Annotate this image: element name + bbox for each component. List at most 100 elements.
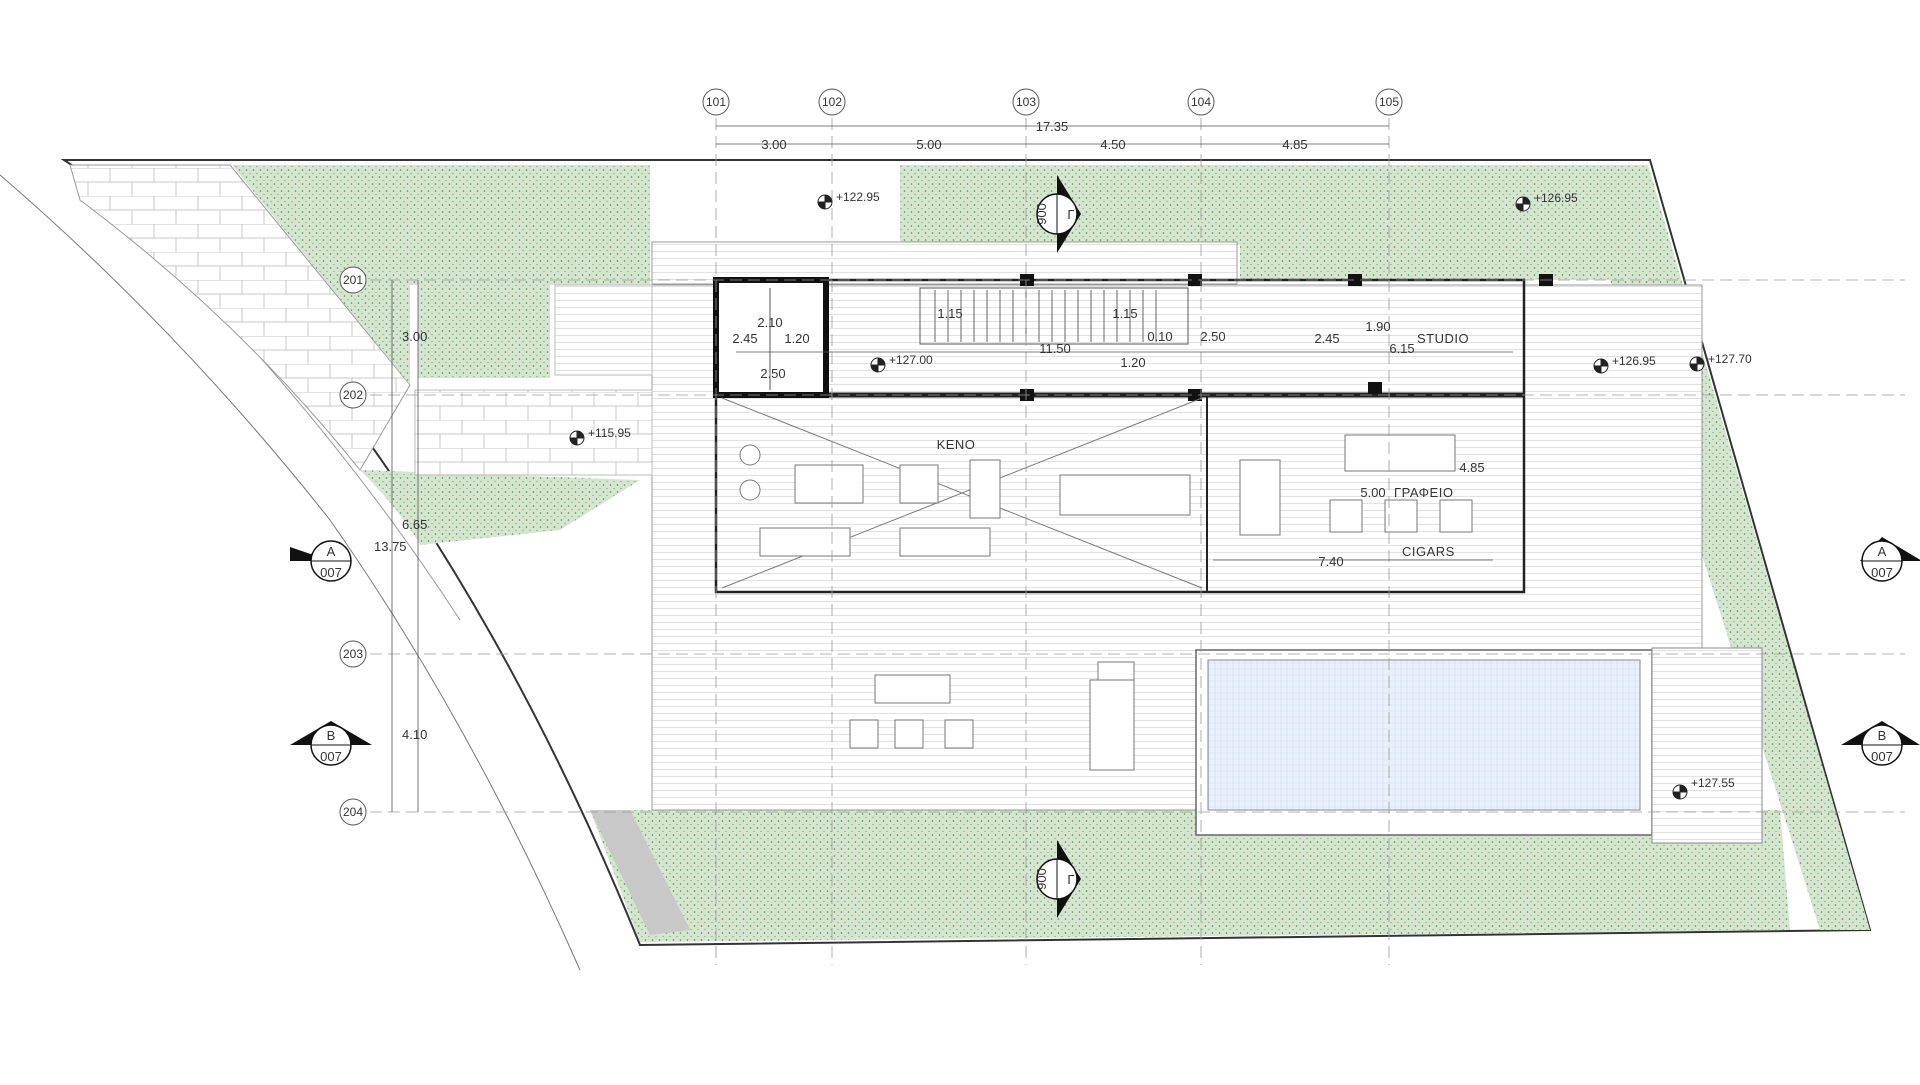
section-marker-a-left: A 007	[290, 540, 352, 582]
dim-int-4: 2.50	[760, 366, 785, 381]
svg-text:104: 104	[1191, 95, 1211, 109]
svg-text:007: 007	[1871, 749, 1893, 764]
svg-text:203: 203	[343, 647, 363, 661]
svg-text:+126.95: +126.95	[1534, 191, 1578, 205]
svg-text:201: 201	[343, 273, 363, 287]
section-marker-b-right: B 007	[1841, 721, 1920, 766]
elevation-marker: +127.55	[1672, 776, 1735, 800]
dim-span-4: 4.85	[1282, 137, 1307, 152]
pool-deck-right	[1651, 647, 1763, 844]
grid-bubble-203: 203	[339, 640, 367, 668]
section-marker-b-left: B 007	[290, 721, 372, 766]
svg-text:Γ: Γ	[1067, 872, 1074, 887]
dim-int-11: 2.45	[1314, 331, 1339, 346]
dim-left-1: 3.00	[402, 329, 427, 344]
column	[1368, 382, 1382, 394]
dim-left-3: 4.10	[402, 727, 427, 742]
elevation-marker: +127.00	[870, 353, 933, 373]
svg-text:+127.00: +127.00	[889, 353, 933, 367]
garden-bottom-grey	[590, 810, 690, 935]
pool-water	[1207, 659, 1641, 811]
left-deck	[554, 284, 653, 376]
grid-bubble-204: 204	[339, 798, 367, 826]
svg-text:204: 204	[343, 805, 363, 819]
elevation-marker: +126.95	[1593, 354, 1656, 374]
svg-text:007: 007	[1871, 565, 1893, 580]
dimension-lines	[391, 125, 1513, 812]
grid-bubble-103: 103	[1012, 88, 1040, 116]
dim-int-5: 1.15	[937, 306, 962, 321]
svg-text:202: 202	[343, 388, 363, 402]
svg-text:105: 105	[1379, 95, 1399, 109]
stair-outline	[919, 287, 1189, 345]
dim-span-1: 3.00	[761, 137, 786, 152]
dim-overall: 17.35	[1036, 119, 1069, 134]
column	[1188, 274, 1202, 286]
svg-text:102: 102	[822, 95, 842, 109]
column	[1188, 389, 1202, 401]
left-paving	[414, 389, 653, 476]
garden-left-lower	[360, 470, 640, 545]
svg-text:+122.95: +122.95	[836, 190, 880, 204]
dim-span-3: 4.50	[1100, 137, 1125, 152]
dim-int-9: 11.50	[1039, 341, 1071, 356]
grid-bubble-101: 101	[702, 88, 730, 116]
svg-text:+127.70: +127.70	[1708, 352, 1752, 366]
svg-text:B: B	[1878, 728, 1887, 743]
column	[1348, 274, 1362, 286]
svg-text:007: 007	[320, 749, 342, 764]
grid-bubble-104: 104	[1187, 88, 1215, 116]
dim-int-7: 0.10	[1147, 329, 1172, 344]
dim-left-total: 13.75	[374, 539, 407, 554]
dim-int-1: 2.10	[757, 315, 782, 330]
dim-int-10: 1.20	[1120, 355, 1145, 370]
svg-text:103: 103	[1016, 95, 1036, 109]
svg-text:+127.55: +127.55	[1691, 776, 1735, 790]
dim-int-12: 1.90	[1365, 319, 1390, 334]
room-cigars: CIGARS	[1402, 544, 1455, 559]
garden-top-left	[232, 165, 650, 385]
room-office: ΓΡΑΦΕΙΟ	[1394, 485, 1453, 500]
grid-bubble-105: 105	[1375, 88, 1403, 116]
furniture	[739, 434, 1473, 771]
section-marker-a-right: A 007	[1860, 537, 1920, 582]
svg-text:+115.95: +115.95	[588, 426, 631, 440]
grid-bubble-102: 102	[818, 88, 846, 116]
section-marker-g-bottom: 006 Γ	[1034, 840, 1081, 918]
svg-text:A: A	[1878, 544, 1887, 559]
svg-text:006: 006	[1034, 868, 1049, 890]
svg-text:006: 006	[1034, 203, 1049, 225]
elevation-marker: +126.95	[1515, 191, 1578, 212]
dim-int-15: 5.00	[1360, 485, 1385, 500]
svg-text:Γ: Γ	[1067, 207, 1074, 222]
dim-int-6: 1.15	[1112, 306, 1137, 321]
svg-text:A: A	[327, 544, 336, 559]
dim-int-8: 2.50	[1200, 329, 1225, 344]
dim-int-14: 4.85	[1459, 460, 1484, 475]
elevation-marker: +115.95	[569, 426, 631, 446]
dim-int-16: 7.40	[1318, 554, 1343, 569]
dim-left-2: 6.65	[402, 517, 427, 532]
room-void: KENO	[937, 437, 976, 452]
section-marker-g-top: 006 Γ	[1034, 175, 1081, 253]
elevation-marker: +122.95	[817, 190, 880, 210]
elevation-marker: +127.70	[1689, 352, 1752, 372]
dim-span-2: 5.00	[916, 137, 941, 152]
garden-top-right	[1240, 165, 1610, 280]
svg-text:+126.95: +126.95	[1612, 354, 1656, 368]
dim-int-13: 6.15	[1389, 341, 1414, 356]
room-studio: STUDIO	[1417, 331, 1469, 346]
svg-text:B: B	[327, 728, 336, 743]
svg-text:007: 007	[320, 565, 342, 580]
dim-int-3: 1.20	[784, 331, 809, 346]
road-edge	[0, 174, 581, 971]
dim-int-2: 2.45	[732, 331, 757, 346]
svg-text:101: 101	[706, 95, 726, 109]
grid-bubble-202: 202	[339, 381, 367, 409]
garden-bottom	[590, 810, 1790, 942]
grid-lines	[370, 118, 1905, 965]
paved-entry	[69, 164, 411, 471]
garden-left-square	[418, 285, 550, 378]
